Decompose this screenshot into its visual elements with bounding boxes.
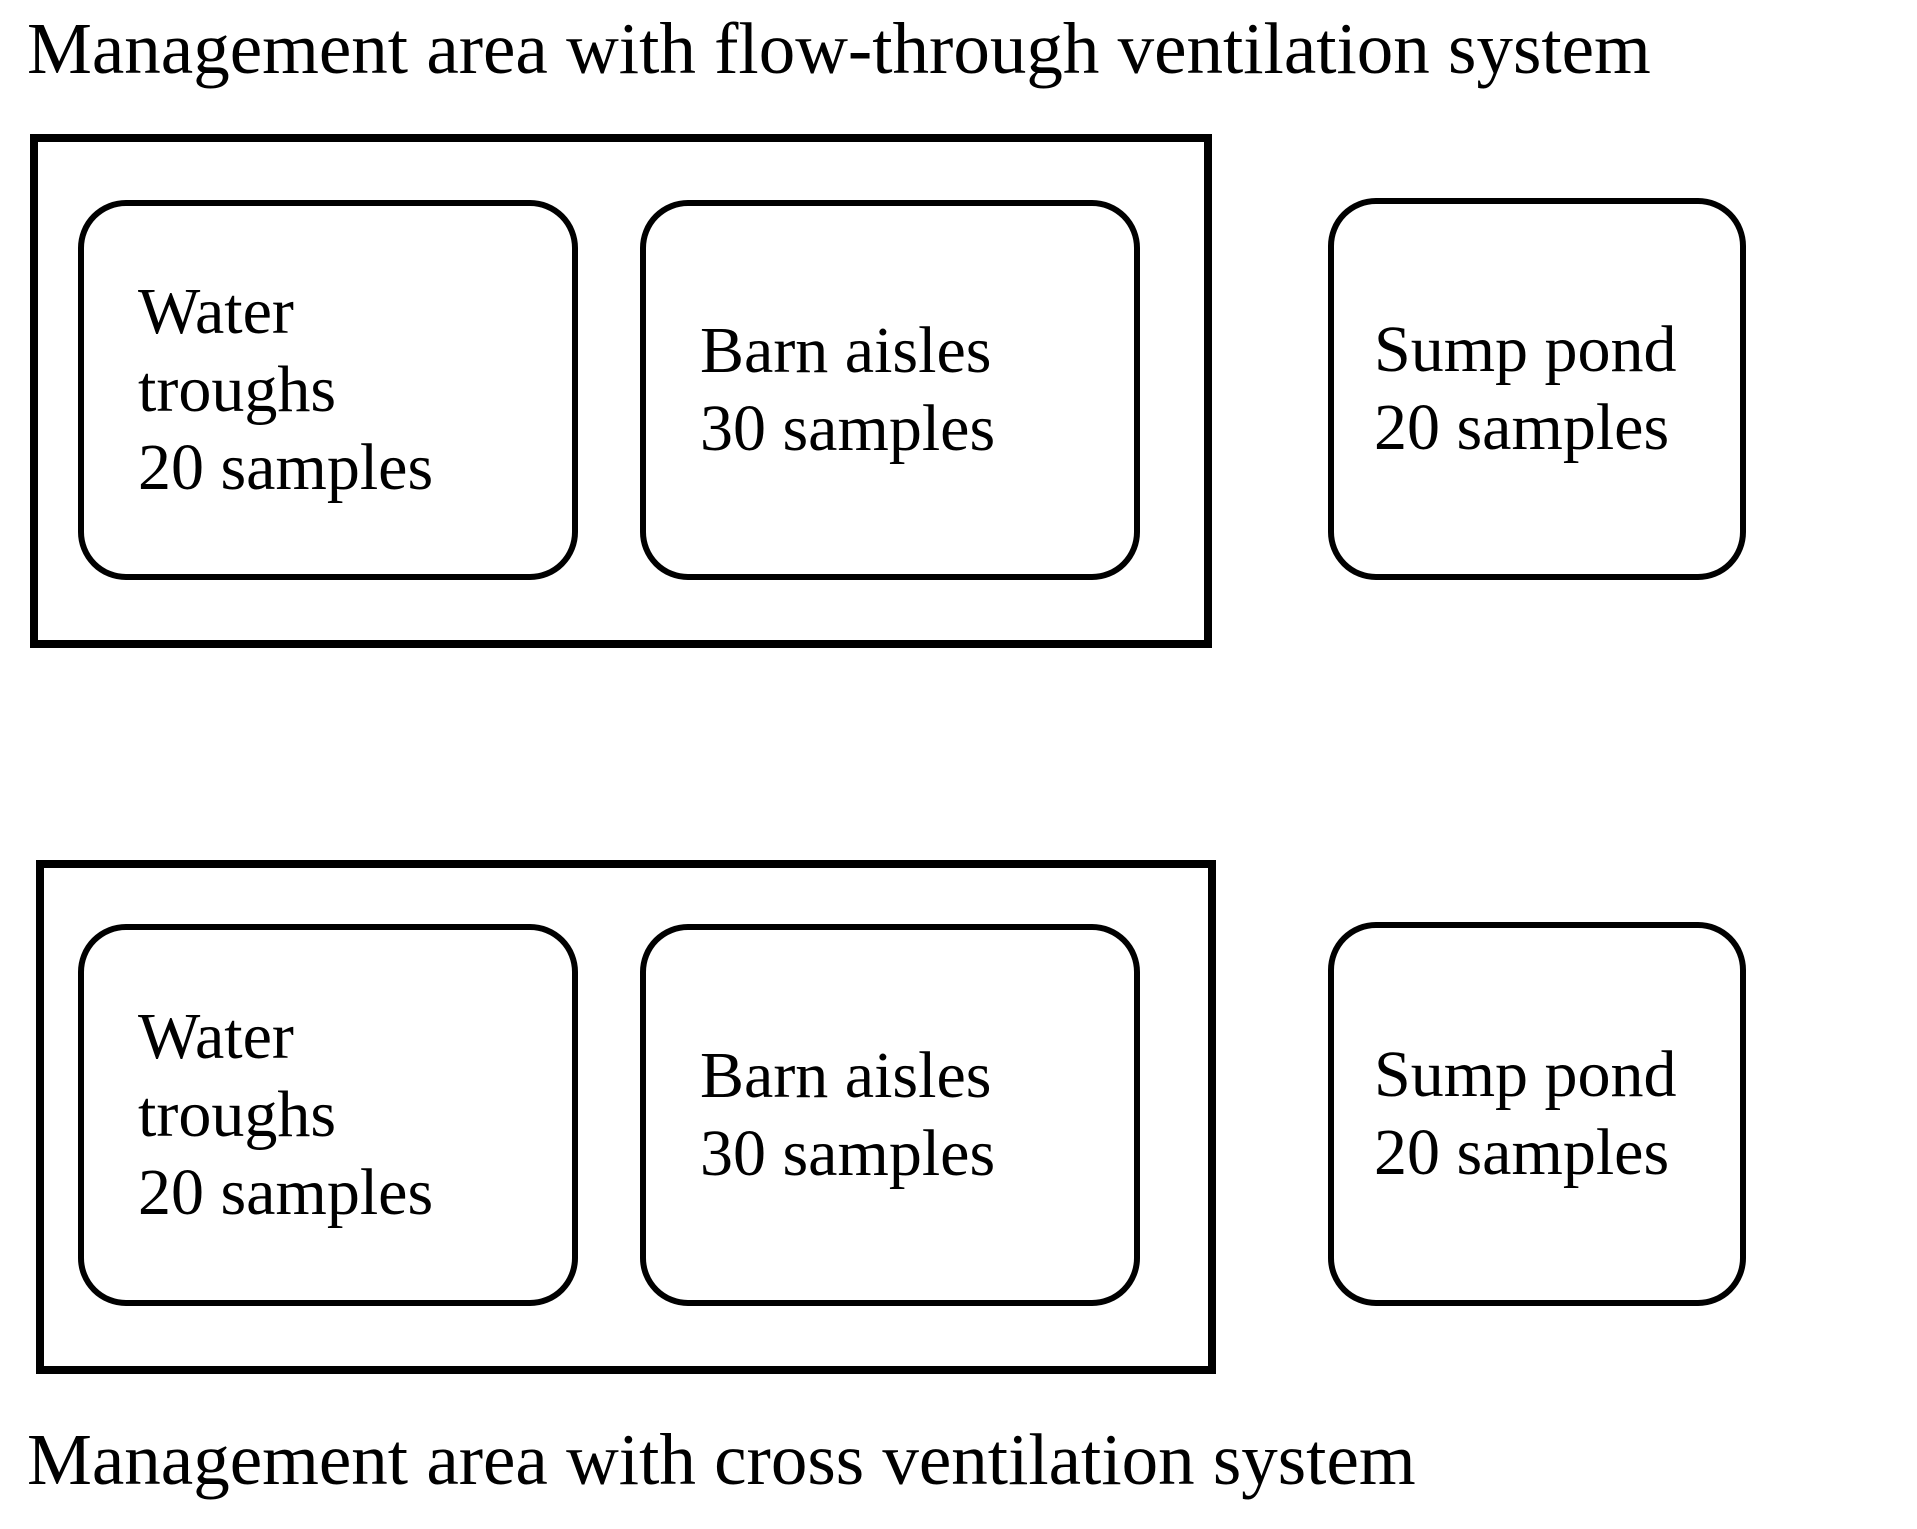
flow-through-sump-pond-box[interactable]: Sump pond 20 samples [1328, 198, 1746, 580]
sump-pond-label: Sump pond [1374, 313, 1677, 387]
cross-management-area-boundary [36, 860, 1216, 1374]
water-troughs-sample-count: 20 samples [138, 1155, 434, 1229]
water-troughs-sample-count: 20 samples [138, 430, 434, 504]
water-troughs-label-line-2: troughs [138, 1078, 336, 1152]
sump-pond-sample-count: 20 samples [1374, 1116, 1670, 1189]
barn-aisles-sample-count: 30 samples [700, 1117, 996, 1190]
flow-through-water-troughs-box[interactable]: Water troughs 20 samples [78, 200, 578, 580]
sump-pond-label: Sump pond [1374, 1038, 1677, 1112]
cross-barn-aisles-box[interactable]: Barn aisles 30 samples [640, 924, 1140, 1306]
water-troughs-label-line-2: troughs [138, 353, 336, 427]
cross-water-troughs-box[interactable]: Water troughs 20 samples [78, 924, 578, 1306]
sump-pond-sample-count: 20 samples [1374, 391, 1670, 464]
barn-aisles-sample-count: 30 samples [700, 392, 996, 465]
barn-aisles-label: Barn aisles [700, 314, 992, 388]
water-troughs-label-line-1: Water [138, 275, 294, 349]
barn-aisles-label: Barn aisles [700, 1039, 992, 1113]
flow-through-section-caption: Management area with flow-through ventil… [27, 8, 1651, 89]
water-troughs-label-line-1: Water [138, 1000, 294, 1074]
flow-through-management-area-boundary [30, 134, 1212, 648]
cross-sump-pond-box[interactable]: Sump pond 20 samples [1328, 922, 1746, 1306]
cross-section-caption: Management area with cross ventilation s… [27, 1419, 1416, 1500]
flow-through-barn-aisles-box[interactable]: Barn aisles 30 samples [640, 200, 1140, 580]
